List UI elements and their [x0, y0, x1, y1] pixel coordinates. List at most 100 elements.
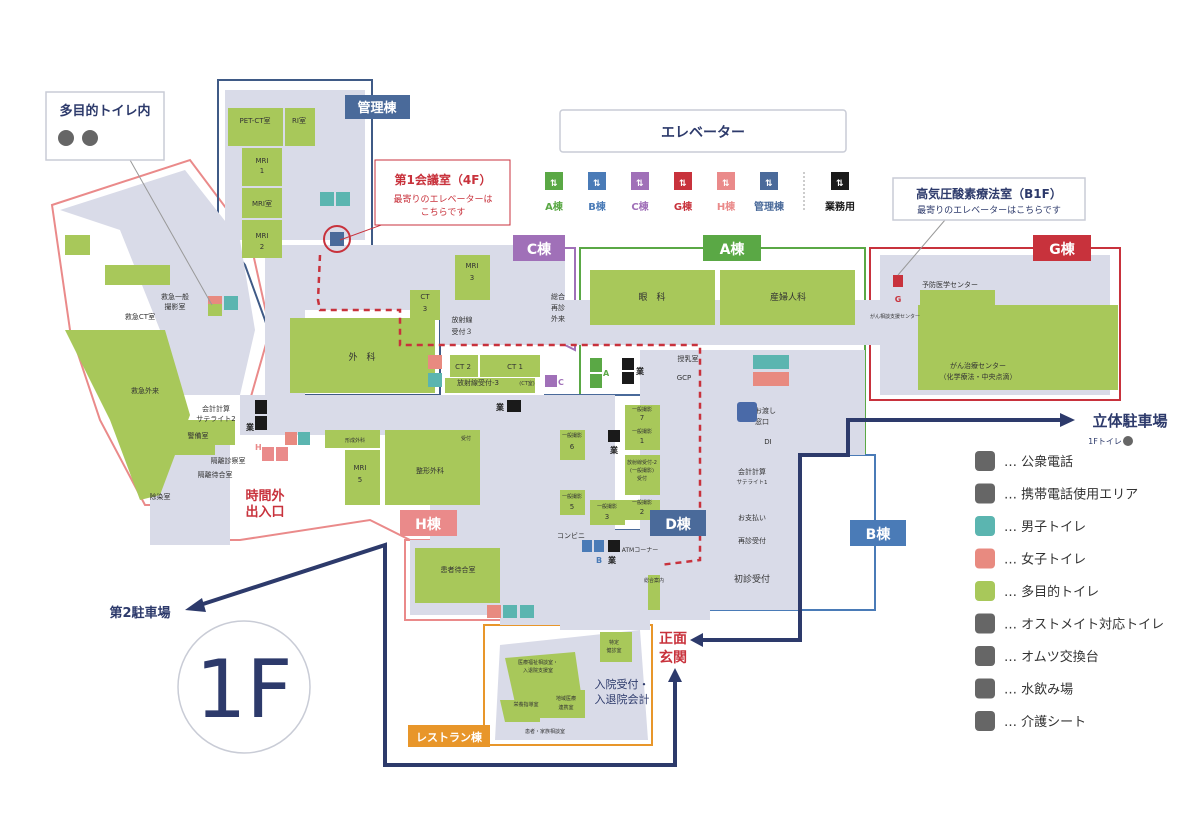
svg-text:多目的トイレ内: 多目的トイレ内 — [59, 103, 150, 119]
symbol-legend-item: … 女子トイレ — [975, 548, 1086, 569]
svg-text:受付３: 受付３ — [452, 327, 473, 336]
svg-text:D棟: D棟 — [665, 516, 692, 533]
elevator-arrows: ⇅ — [765, 179, 773, 189]
elevator-legend-item: ⇅H棟 — [717, 172, 736, 213]
callout-multi-toilet: 多目的トイレ内 — [45, 91, 213, 306]
symbol-legend: … 公衆電話… 携帯電話使用エリア… 男子トイレ… 女子トイレ… 多目的トイレ…… — [975, 451, 1164, 731]
svg-text:窓口: 窓口 — [755, 417, 769, 426]
svg-text:患者・家族相談室: 患者・家族相談室 — [525, 728, 565, 735]
svg-text:授乳室: 授乳室 — [678, 354, 699, 363]
svg-text:特定: 特定 — [609, 639, 619, 646]
svg-text:時間外: 時間外 — [245, 488, 284, 504]
symbol-legend-item: … オストメイト対応トイレ — [975, 613, 1164, 634]
symbol-legend-item: … 携帯電話使用エリア — [975, 483, 1138, 504]
svg-text:5: 5 — [570, 503, 574, 511]
svg-text:連携室: 連携室 — [558, 704, 573, 711]
svg-text:栄養指導室: 栄養指導室 — [513, 701, 538, 708]
svg-text:入院受付・: 入院受付・ — [595, 677, 650, 691]
symbol-legend-item: … 介護シート — [975, 711, 1086, 731]
svg-text:2: 2 — [260, 243, 264, 251]
elevator-icon — [674, 172, 692, 190]
svg-text:予防医学センター: 予防医学センター — [922, 280, 978, 289]
symbol-legend-label: … 携帯電話使用エリア — [1004, 487, 1138, 503]
mobile-icon — [975, 483, 995, 504]
svg-text:正面: 正面 — [659, 631, 687, 647]
svg-text:CT 2: CT 2 — [455, 363, 471, 371]
svg-text:DI: DI — [764, 438, 771, 446]
parking-labels: 立体駐車場 1Fトイレ 第2駐車場 — [109, 412, 1167, 621]
svg-text:健診室: 健診室 — [606, 647, 621, 654]
callout-meeting-room: 第1会議室（4F） 最寄りのエレベーターは こちらです — [323, 159, 511, 253]
elevator-legend-label: B棟 — [588, 200, 607, 213]
elevator-legend-item: ⇅C棟 — [631, 172, 650, 213]
diaper-icon — [975, 646, 995, 666]
svg-text:除染室: 除染室 — [150, 492, 171, 501]
svg-text:(一般撮影): (一般撮影) — [630, 467, 654, 474]
svg-text:1: 1 — [260, 167, 264, 175]
elevator-icon — [588, 172, 606, 190]
svg-text:7: 7 — [640, 414, 644, 422]
water-icon — [975, 678, 995, 699]
svg-text:放射線受付-2: 放射線受付-2 — [627, 459, 657, 466]
svg-text:レストラン棟: レストラン棟 — [416, 730, 483, 744]
elevator-legend: エレベーター — [559, 109, 847, 210]
svg-text:G: G — [895, 295, 902, 304]
svg-text:ATMコーナー: ATMコーナー — [622, 547, 658, 554]
elevator-legend-staff: ⇅業務用 — [824, 172, 855, 213]
svg-text:形成外科: 形成外科 — [345, 437, 365, 444]
svg-text:一般撮影: 一般撮影 — [632, 428, 652, 435]
svg-text:H: H — [255, 443, 262, 452]
tag-a: A棟 — [703, 235, 761, 261]
svg-text:（化学療法・中央点滴）: （化学療法・中央点滴） — [940, 372, 1017, 381]
svg-text:3: 3 — [605, 513, 609, 521]
elevator-legend-label: 業務用 — [824, 200, 855, 213]
svg-text:B: B — [596, 556, 602, 565]
svg-text:救急CT室: 救急CT室 — [125, 312, 155, 321]
svg-text:一般撮影: 一般撮影 — [597, 503, 617, 510]
svg-text:業: 業 — [495, 402, 505, 412]
svg-text:管理棟: 管理棟 — [357, 100, 397, 116]
svg-text:再診: 再診 — [551, 303, 565, 312]
ostomate-icon — [58, 130, 74, 146]
svg-text:エレベーター: エレベーター — [661, 125, 745, 141]
svg-text:最寄りのエレベーターは: 最寄りのエレベーターは — [393, 193, 492, 205]
svg-text:MRI: MRI — [256, 157, 269, 165]
svg-text:外来: 外来 — [551, 314, 565, 323]
svg-text:業: 業 — [607, 555, 617, 565]
symbol-legend-item: … オムツ交換台 — [975, 646, 1099, 666]
svg-text:入退院支援室: 入退院支援室 — [523, 667, 553, 674]
phone-icon — [975, 451, 995, 471]
elevator-icon — [631, 172, 649, 190]
svg-text:6: 6 — [570, 443, 575, 451]
svg-text:受付: 受付 — [461, 435, 471, 442]
arrow-second-parking — [185, 598, 206, 612]
svg-text:第1会議室（4F）: 第1会議室（4F） — [395, 172, 492, 187]
elevator-arrows: ⇅ — [550, 179, 558, 189]
svg-text:高気圧酸素療法室（B1F）: 高気圧酸素療法室（B1F） — [916, 186, 1062, 201]
svg-text:一般撮影: 一般撮影 — [632, 406, 652, 413]
floor-badge: 1F — [177, 620, 311, 754]
svg-text:隔離診察室: 隔離診察室 — [211, 456, 246, 465]
elevator-arrows: ⇅ — [679, 179, 687, 189]
svg-text:サテライト1: サテライト1 — [737, 479, 768, 486]
symbol-legend-label: … 多目的トイレ — [1004, 584, 1099, 600]
ostomate-icon — [975, 613, 995, 634]
elevator-legend-item: ⇅ B棟 — [588, 172, 607, 213]
svg-text:外 科: 外 科 — [348, 351, 375, 363]
symbol-legend-item: … 水飲み場 — [975, 678, 1073, 699]
elevator-arrows: ⇅ — [593, 179, 601, 189]
svg-text:1: 1 — [640, 437, 644, 445]
care-sheet-icon — [82, 130, 98, 146]
arrow-parking-tachi — [1060, 413, 1075, 427]
elevator-arrows: ⇅ — [722, 179, 730, 189]
svg-text:撮影室: 撮影室 — [165, 302, 186, 311]
svg-text:放射線: 放射線 — [452, 315, 473, 324]
symbol-legend-label: … オムツ交換台 — [1004, 649, 1099, 665]
symbol-legend-label: … オストメイト対応トイレ — [1004, 618, 1164, 633]
svg-text:CT: CT — [420, 293, 430, 301]
svg-text:再診受付: 再診受付 — [738, 536, 766, 545]
route-to-second-parking — [199, 542, 677, 767]
svg-text:GCP: GCP — [677, 374, 692, 382]
female-toilet-icon — [975, 548, 995, 569]
svg-text:PET-CT室: PET-CT室 — [240, 116, 271, 125]
